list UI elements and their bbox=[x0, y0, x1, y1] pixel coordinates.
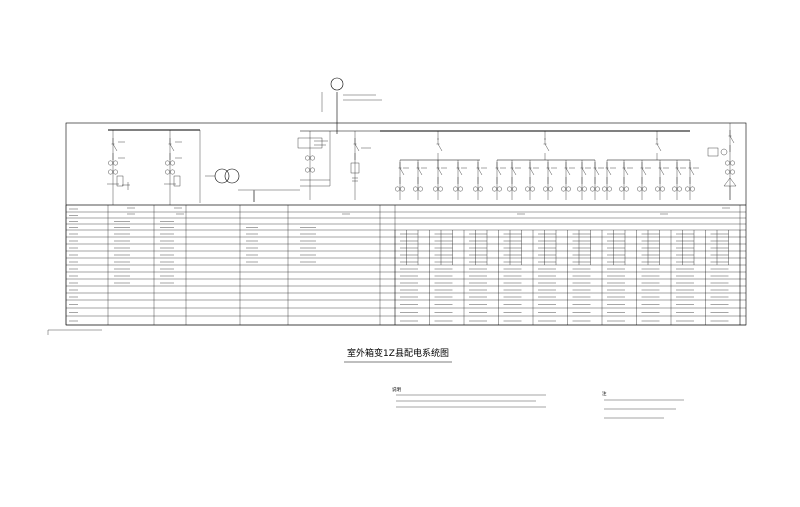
ct-symbol bbox=[543, 186, 548, 192]
breaker-blade bbox=[544, 143, 550, 152]
ct-symbol bbox=[438, 186, 443, 192]
breaker-blade bbox=[659, 167, 665, 176]
ct-symbol bbox=[165, 169, 170, 175]
breaker-blade bbox=[437, 143, 443, 152]
breaker-blade bbox=[399, 167, 405, 176]
ct-symbol bbox=[530, 186, 535, 192]
ct-symbol bbox=[685, 186, 690, 192]
lv-incoming-breaker-box bbox=[297, 137, 323, 149]
ct-symbol bbox=[730, 160, 735, 166]
busbar-set bbox=[108, 129, 690, 203]
ct-symbol bbox=[113, 160, 118, 166]
ct-symbol bbox=[619, 186, 624, 192]
ct-symbol bbox=[561, 186, 566, 192]
ct-symbol bbox=[113, 169, 118, 175]
ct-symbol bbox=[590, 186, 595, 192]
ct-symbol bbox=[305, 167, 310, 173]
ct-symbol bbox=[395, 186, 400, 192]
ct-symbol bbox=[677, 186, 682, 192]
breaker-blade bbox=[676, 167, 682, 176]
capacitor-bank bbox=[350, 162, 360, 174]
drawing-title: 室外箱变1Z县配电系统图 bbox=[347, 347, 449, 359]
ct-symbol bbox=[566, 186, 571, 192]
transformer-symbol bbox=[205, 168, 240, 184]
breaker-blade bbox=[457, 167, 463, 176]
notes-text-lines bbox=[396, 394, 684, 419]
breaker-blade bbox=[606, 167, 612, 176]
ct-symbol bbox=[690, 186, 695, 192]
ct-symbol bbox=[725, 160, 730, 166]
ct-symbol bbox=[725, 169, 730, 175]
ct-symbol bbox=[512, 186, 517, 192]
ct-symbol bbox=[548, 186, 553, 192]
ct-symbol bbox=[170, 169, 175, 175]
breaker-blade bbox=[594, 167, 600, 176]
ct-symbol bbox=[637, 186, 642, 192]
breaker-blade bbox=[437, 167, 443, 176]
breaker-blade bbox=[169, 143, 175, 152]
ct-symbol bbox=[607, 186, 612, 192]
ct-symbol bbox=[310, 155, 315, 161]
ct-symbol bbox=[624, 186, 629, 192]
ct-symbol bbox=[458, 186, 463, 192]
ct-symbol bbox=[655, 186, 660, 192]
ct-symbol bbox=[453, 186, 458, 192]
ct-symbol bbox=[507, 186, 512, 192]
hv-arrester bbox=[116, 175, 124, 187]
ct-symbol bbox=[305, 155, 310, 161]
breaker-blade bbox=[547, 167, 553, 176]
ct-symbol bbox=[602, 186, 607, 192]
ct-symbol bbox=[108, 160, 113, 166]
ct-symbol bbox=[492, 186, 497, 192]
ct-symbol bbox=[642, 186, 647, 192]
ct-symbol bbox=[170, 160, 175, 166]
lv-incoming-section bbox=[297, 130, 380, 200]
ct-symbol bbox=[478, 186, 483, 192]
breaker-blade bbox=[511, 167, 517, 176]
breaker-blade bbox=[581, 167, 587, 176]
ct-symbol bbox=[672, 186, 677, 192]
ct-symbol bbox=[413, 186, 418, 192]
breaker-blade bbox=[689, 167, 695, 176]
incoming-line bbox=[321, 77, 382, 134]
breaker-blade bbox=[623, 167, 629, 176]
hv-cabinet-section bbox=[107, 130, 182, 205]
parameter-table bbox=[65, 204, 746, 326]
ct-symbol bbox=[595, 186, 600, 192]
ct-symbol bbox=[400, 186, 405, 192]
meter-box bbox=[707, 147, 719, 157]
notes-right-heading: 注 bbox=[602, 390, 607, 397]
breaker-blade bbox=[417, 167, 423, 176]
notes-left-heading: 说明 bbox=[392, 386, 401, 393]
ct-symbol bbox=[730, 169, 735, 175]
ct-symbol bbox=[418, 186, 423, 192]
breaker-blade bbox=[477, 167, 483, 176]
breaker-blade bbox=[496, 167, 502, 176]
left-legend-line bbox=[47, 329, 102, 335]
ct-symbol bbox=[577, 186, 582, 192]
right-metering-section bbox=[707, 123, 737, 200]
breaker-blade bbox=[565, 167, 571, 176]
breaker-blade bbox=[354, 143, 360, 152]
breaker-blade bbox=[112, 143, 118, 152]
breaker-blade bbox=[529, 167, 535, 176]
ct-symbol bbox=[582, 186, 587, 192]
ct-symbol bbox=[660, 186, 665, 192]
ct-symbol bbox=[310, 167, 315, 173]
ct-symbol bbox=[473, 186, 478, 192]
ct-symbol bbox=[165, 160, 170, 166]
ct-symbol bbox=[525, 186, 530, 192]
lv-feeder-section bbox=[395, 131, 699, 200]
hv-arrester bbox=[173, 175, 181, 187]
ct-symbol bbox=[108, 169, 113, 175]
meter-symbol bbox=[720, 148, 728, 156]
breaker-blade bbox=[729, 135, 735, 144]
incoming-meter-symbol bbox=[330, 77, 344, 91]
breaker-blade bbox=[656, 143, 662, 152]
ct-symbol bbox=[497, 186, 502, 192]
ct-symbol bbox=[433, 186, 438, 192]
breaker-blade bbox=[641, 167, 647, 176]
